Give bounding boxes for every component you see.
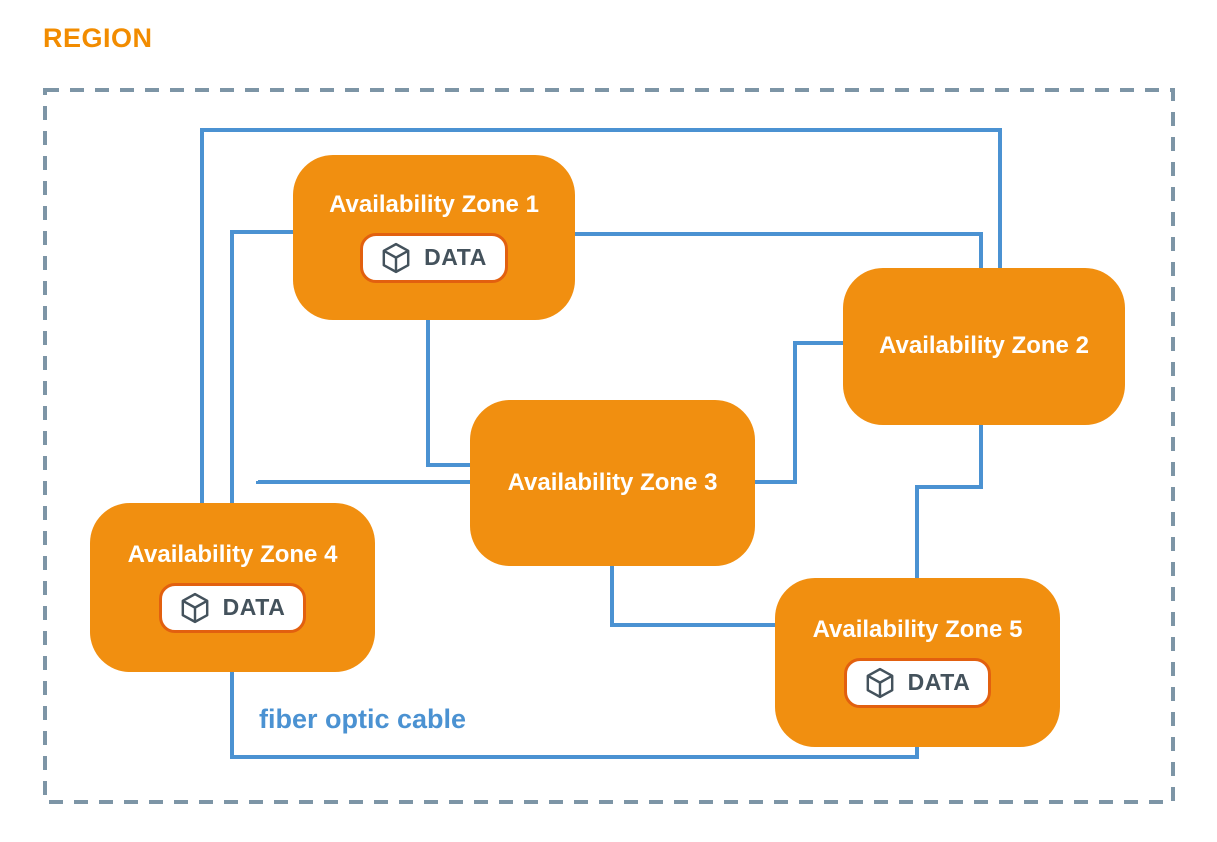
availability-zone-1-data-label: DATA <box>424 244 487 271</box>
cube-icon <box>181 592 208 623</box>
availability-zone-5-data-badge[interactable]: DATA <box>843 657 992 708</box>
availability-zone-5-data-label: DATA <box>907 669 971 696</box>
cube-icon <box>866 667 893 698</box>
availability-zone-4-title: Availability Zone 4 <box>127 541 338 569</box>
availability-zone-4-data-badge[interactable]: DATA <box>158 582 307 633</box>
fiber-optic-cable-label: fiber optic cable <box>259 704 467 734</box>
region-boundary-svg <box>43 88 1175 804</box>
availability-zone-3-title: Availability Zone 3 <box>507 468 718 496</box>
region-boundary <box>43 88 1175 804</box>
availability-zone-2-title: Availability Zone 2 <box>879 332 1089 360</box>
availability-zone-4-data-label: DATA <box>222 594 286 621</box>
region-label: REGION <box>43 23 153 53</box>
availability-zone-2-box[interactable]: Availability Zone 2 <box>843 268 1125 425</box>
availability-zone-1-title: Availability Zone 1 <box>329 191 539 219</box>
availability-zone-4-box[interactable]: Availability Zone 4 DATA <box>90 503 375 672</box>
cube-icon <box>382 242 410 273</box>
region-boundary-rect <box>43 88 1175 804</box>
availability-zone-5-box[interactable]: Availability Zone 5 DATA <box>775 578 1060 747</box>
availability-zone-5-title: Availability Zone 5 <box>812 616 1023 644</box>
availability-zone-1-data-badge[interactable]: DATA <box>360 232 508 283</box>
availability-zone-1-box[interactable]: Availability Zone 1 DATA <box>293 155 575 320</box>
availability-zone-3-box[interactable]: Availability Zone 3 <box>470 400 755 566</box>
